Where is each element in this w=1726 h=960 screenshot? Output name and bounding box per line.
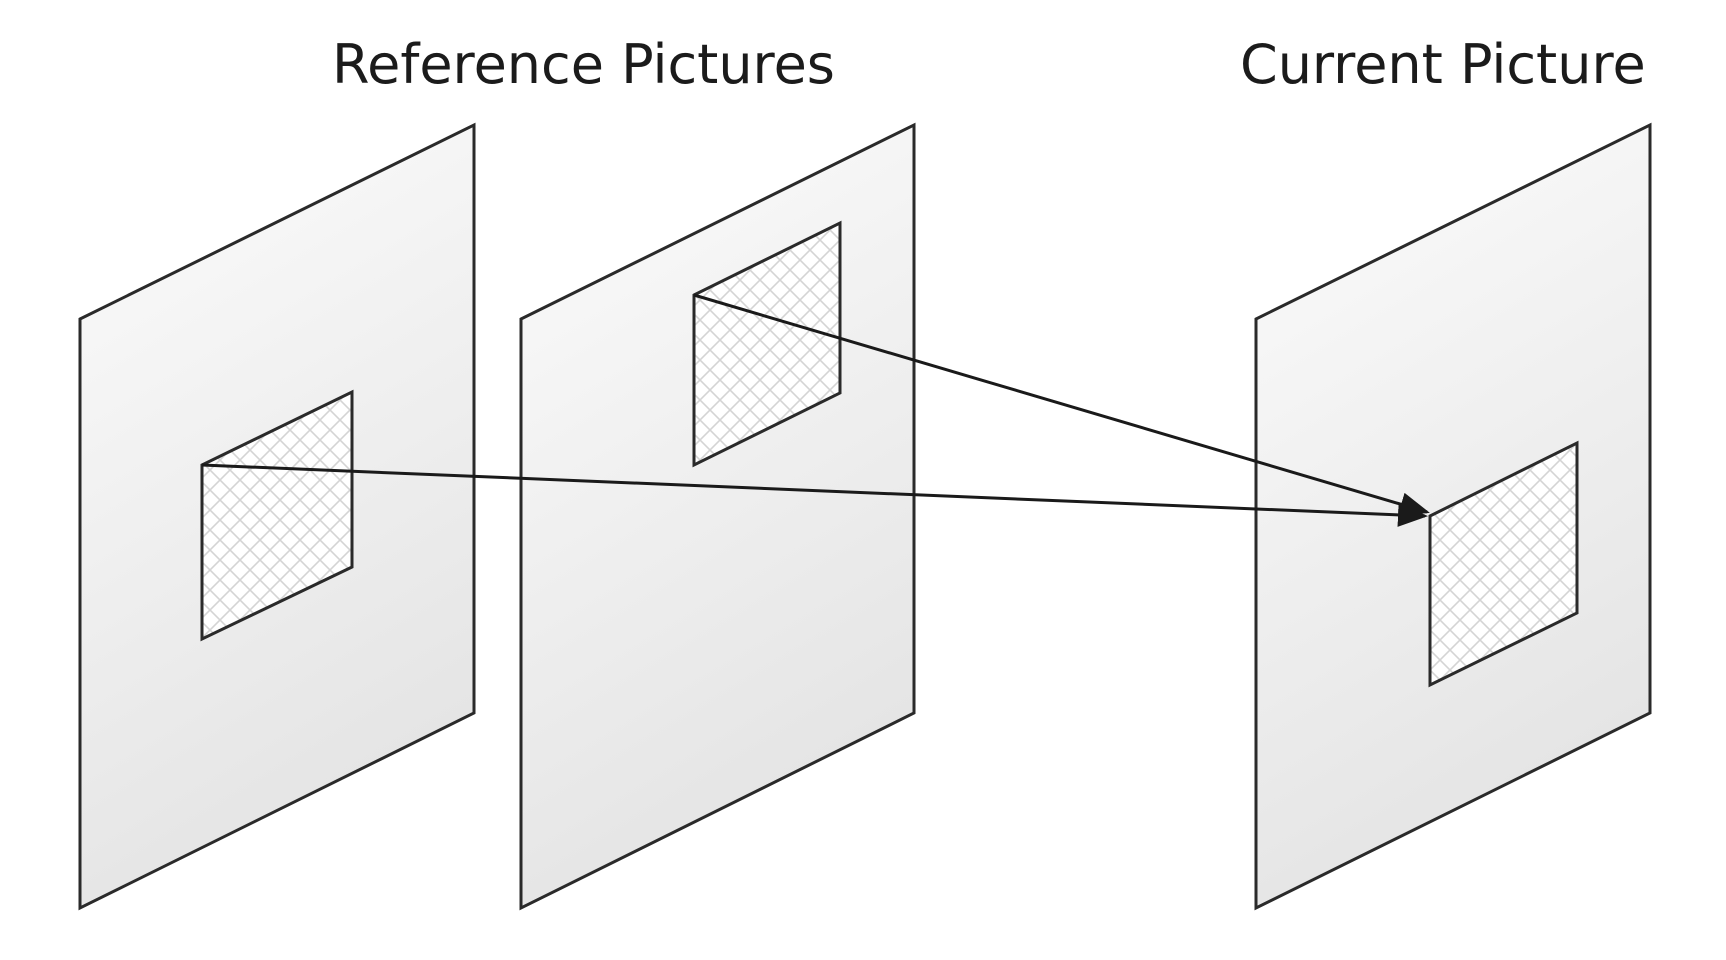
reference-block-1 (200, 389, 354, 642)
reference-pictures-heading: Reference Pictures (332, 33, 835, 96)
reference-picture-2 (519, 122, 916, 911)
current-picture-heading: Current Picture (1240, 33, 1646, 96)
current-block (1428, 440, 1579, 688)
reference-block-2 (692, 220, 842, 468)
current-picture (1254, 122, 1652, 911)
reference-frame-2 (519, 122, 916, 911)
reference-picture-1 (78, 122, 476, 911)
motion-vector-arrow-1 (201, 463, 1428, 527)
motion-vector-arrow-2 (693, 293, 1430, 516)
